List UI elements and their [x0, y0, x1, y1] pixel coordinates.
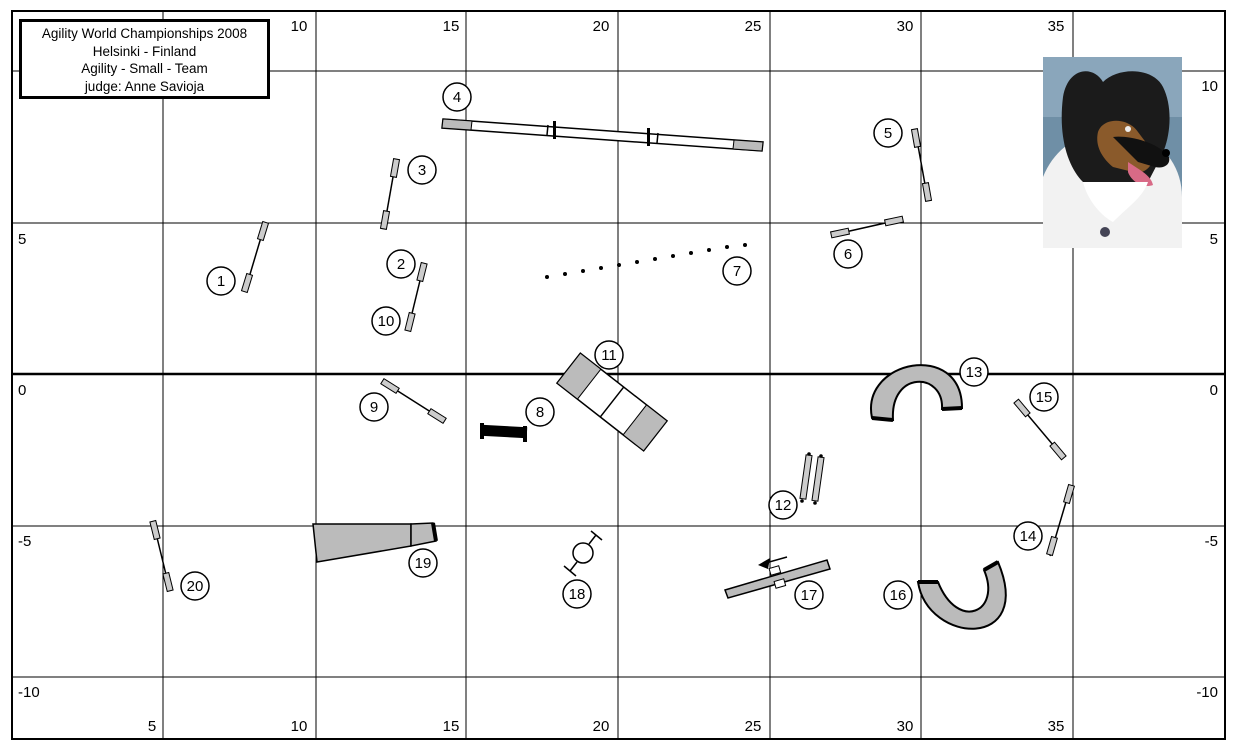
- right-y-label: -5: [1205, 533, 1218, 550]
- jump-12: [799, 452, 825, 505]
- number-6: 6: [833, 239, 863, 269]
- jump-15: [1013, 398, 1067, 461]
- number-15: 15: [1029, 382, 1059, 412]
- svg-text:18: 18: [569, 586, 586, 603]
- svg-text:15: 15: [1036, 389, 1053, 406]
- number-12: 12: [768, 490, 798, 520]
- jump-9: [380, 377, 447, 425]
- obstacle-numbers: 1 2 3 4 5 6 7 8 9 10 11 12 13 14 15 16 1…: [180, 82, 1059, 610]
- number-14: 14: [1013, 521, 1043, 551]
- number-16: 16: [883, 580, 913, 610]
- bottom-x-label: 10: [291, 718, 308, 735]
- chute-19: [312, 522, 438, 563]
- number-19: 19: [408, 548, 438, 578]
- jump-2: [404, 261, 428, 333]
- top-x-label: 15: [443, 18, 460, 35]
- dogwalk-4: [441, 118, 764, 152]
- top-x-label: 30: [897, 18, 914, 35]
- left-y-label: 0: [18, 382, 26, 399]
- svg-text:16: 16: [890, 587, 907, 604]
- number-5: 5: [873, 118, 903, 148]
- svg-text:2: 2: [397, 256, 405, 273]
- aframe-11: [555, 352, 669, 452]
- svg-text:5: 5: [884, 125, 892, 142]
- top-x-label: 35: [1048, 18, 1065, 35]
- left-y-label: -10: [18, 684, 40, 701]
- jump-5: [910, 128, 933, 202]
- left-y-label: -5: [18, 533, 31, 550]
- number-20: 20: [180, 571, 210, 601]
- svg-text:7: 7: [733, 263, 741, 280]
- right-y-label: 10: [1201, 78, 1218, 95]
- right-y-label: -10: [1196, 684, 1218, 701]
- svg-text:1: 1: [217, 273, 225, 290]
- grid: [11, 10, 1226, 740]
- svg-text:10: 10: [378, 313, 395, 330]
- axis-labels: 10 15 20 25 30 35 5 10 15 20 25 30 35 5 …: [18, 18, 1218, 735]
- event-location: Helsinki - Finland: [92, 43, 197, 59]
- svg-text:13: 13: [966, 364, 983, 381]
- bottom-x-label: 5: [148, 718, 156, 735]
- number-18: 18: [562, 579, 592, 609]
- jump-3: [379, 158, 401, 230]
- svg-text:12: 12: [775, 497, 792, 514]
- right-y-label: 5: [1210, 231, 1218, 248]
- number-7: 7: [722, 256, 752, 286]
- course-info-box: Agility World Championships 2008 Helsink…: [19, 19, 270, 99]
- top-x-label: 20: [593, 18, 610, 35]
- number-2: 2: [386, 249, 416, 279]
- svg-text:4: 4: [453, 89, 461, 106]
- bottom-x-label: 35: [1048, 718, 1065, 735]
- bottom-x-label: 25: [745, 718, 762, 735]
- left-y-label: 5: [18, 231, 26, 248]
- number-3: 3: [407, 155, 437, 185]
- dog-photo: [1043, 57, 1182, 248]
- bottom-x-label: 30: [897, 718, 914, 735]
- top-x-label: 10: [291, 18, 308, 35]
- jump-14: [1046, 483, 1075, 557]
- number-4: 4: [442, 82, 472, 112]
- seesaw-17: [724, 556, 831, 599]
- tunnel-13: [870, 364, 964, 422]
- tire-18: [563, 530, 603, 577]
- event-title: Agility World Championships 2008: [41, 26, 248, 41]
- svg-text:9: 9: [370, 399, 378, 416]
- weave-7: [545, 243, 747, 279]
- svg-text:17: 17: [801, 587, 818, 604]
- svg-text:14: 14: [1020, 528, 1037, 545]
- jump-6: [829, 215, 905, 239]
- jump-20: [149, 519, 174, 593]
- svg-text:19: 19: [415, 555, 432, 572]
- bottom-x-label: 20: [593, 718, 610, 735]
- number-9: 9: [359, 392, 389, 422]
- number-1: 1: [206, 266, 236, 296]
- number-8: 8: [525, 397, 555, 427]
- jump-1: [240, 220, 270, 294]
- svg-text:8: 8: [536, 404, 544, 421]
- bottom-x-label: 15: [443, 718, 460, 735]
- svg-text:11: 11: [601, 347, 617, 364]
- obstacle-8: [480, 423, 528, 442]
- right-y-label: 0: [1210, 382, 1218, 399]
- number-13: 13: [959, 357, 989, 387]
- event-judge: judge: Anne Savioja: [84, 78, 205, 94]
- svg-text:20: 20: [187, 578, 204, 595]
- number-11: 11: [594, 340, 624, 370]
- svg-text:3: 3: [418, 162, 426, 179]
- top-x-label: 25: [745, 18, 762, 35]
- number-17: 17: [794, 580, 824, 610]
- event-class: Agility - Small - Team: [81, 61, 208, 76]
- tunnel-16: [916, 560, 1007, 630]
- svg-text:6: 6: [844, 246, 852, 263]
- number-10: 10: [371, 306, 401, 336]
